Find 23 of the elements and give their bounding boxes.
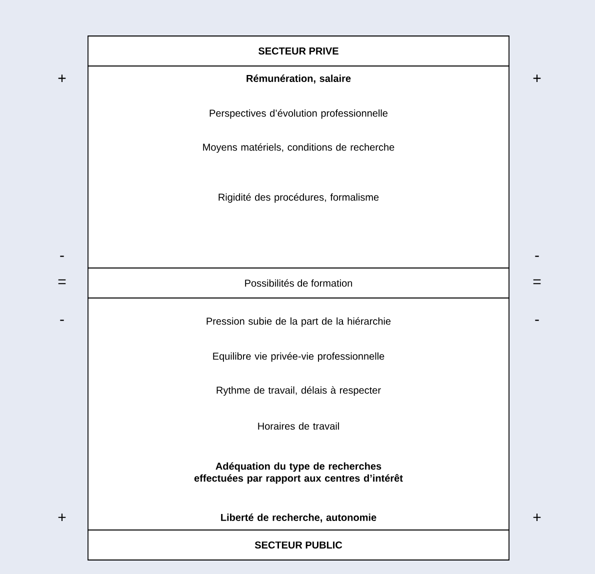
rating-sign: - [60,320,64,321]
section-heading: SECTEUR PRIVE [88,36,510,66]
rating-sign: = [58,279,66,284]
criterion-text: Equilibre vie privée-vie professionnelle [213,352,384,362]
table-row: Possibilités de formation [88,268,510,298]
rating-sign: + [533,74,541,82]
criterion-text: Rigidité des procédures, formalisme [218,193,379,203]
criterion-text: Perspectives d’évolution professionnelle [210,109,388,119]
criterion-text: Rythme de travail, délais à respecter [216,386,381,396]
criterion-text: Horaires de travail [258,422,339,430]
rating-sign: - [60,256,64,257]
criterion-text: Pression subie de la part de la hiérarchie [206,317,391,327]
rating-sign: = [533,279,541,284]
rating-sign: + [533,514,541,522]
criterion-text: Liberté de recherche, autonomie [221,514,376,522]
rating-sign: + [58,514,66,522]
criterion-text: Adéquation du type de recherches effectuées par rapport aux centres d’intérêt [194,462,403,484]
rating-sign: - [535,320,539,321]
criterion-text: Rémunération, salaire [246,74,351,84]
section-heading: SECTEUR PUBLIC [88,530,510,560]
rating-sign: + [58,74,66,82]
rating-sign: - [535,256,539,257]
criterion-text: Moyens matériels, conditions de recherche [203,143,394,153]
